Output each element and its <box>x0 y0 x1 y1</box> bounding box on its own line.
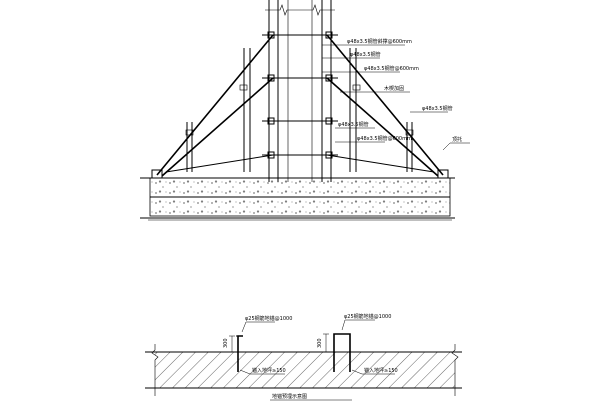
label-anchor-right: φ25钢筋地锚@1000 <box>344 313 391 320</box>
label-steel-pipe-spacing: φ48x3.5钢管@600mm <box>364 65 419 72</box>
column-elevation: φ48x3.5钢管斜撑@600mm φ48x3.5钢管 φ48x3.5钢管@60… <box>140 0 470 221</box>
anchor-section: φ25钢筋地锚@1000 φ25钢筋地锚@1000 300 300 锚入地坪≥1… <box>145 313 462 401</box>
label-jack: 顶托 <box>452 136 462 143</box>
column-clamps <box>262 31 338 159</box>
label-steel-pipe-2: φ48x3.5钢管 <box>422 105 453 112</box>
label-dim-left: 300 <box>223 338 229 348</box>
label-diagonal-brace: φ48x3.5钢管斜撑@600mm <box>347 38 412 45</box>
label-steel-pipe-1: φ48x3.5钢管 <box>350 51 381 58</box>
left-bracing <box>151 34 274 179</box>
label-wedge: 木楔加固 <box>384 85 404 92</box>
left-anchor-bar <box>229 321 285 375</box>
label-embed-left: 锚入地坪≥150 <box>252 367 286 374</box>
right-bracing <box>326 34 449 179</box>
label-steel-pipe-spacing-2: φ48x3.5钢管@600mm <box>357 135 412 142</box>
label-dim-right: 300 <box>317 338 323 348</box>
elevation-annotations: φ48x3.5钢管斜撑@600mm φ48x3.5钢管 φ48x3.5钢管@60… <box>322 38 470 151</box>
label-embed-right: 锚入地坪≥150 <box>364 367 398 374</box>
section-caption: 地锚预埋示意图 <box>272 393 307 400</box>
ground-slab <box>140 177 455 221</box>
right-anchor-bar <box>323 319 395 375</box>
label-steel-pipe-3: φ48x3.5钢管 <box>338 121 369 128</box>
label-anchor-left: φ25钢筋地锚@1000 <box>245 315 292 322</box>
